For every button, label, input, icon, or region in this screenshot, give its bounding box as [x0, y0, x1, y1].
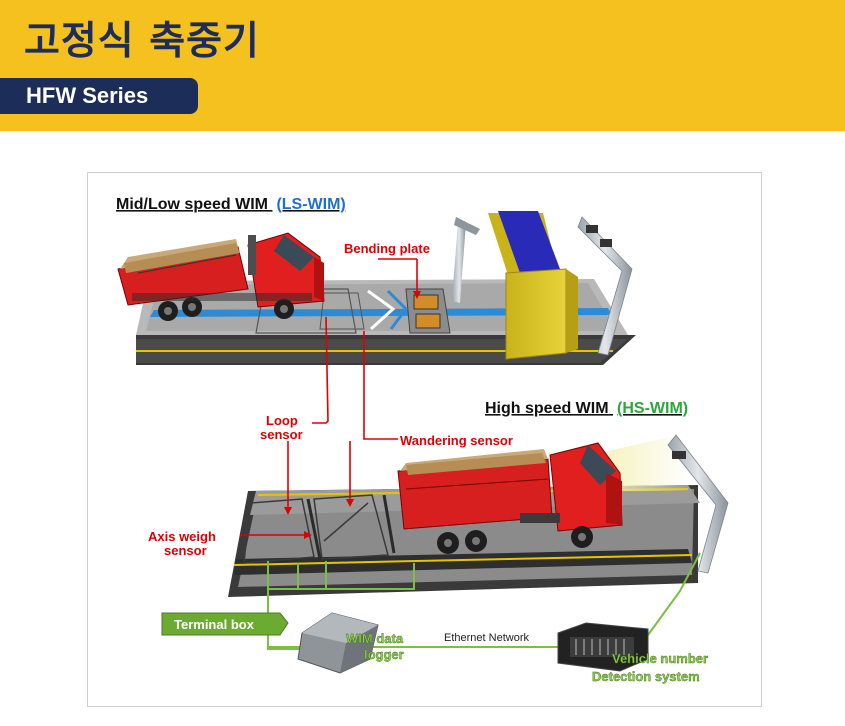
- wim-logger-label-1: WIM data: [346, 631, 404, 646]
- vehicle-detection-server: Vehicle number Detection system: [557, 622, 708, 684]
- header-banner: 고정식 축중기 HFW Series: [0, 0, 845, 131]
- wim-logger-label-2: logger: [364, 647, 404, 662]
- truck-hs: [397, 442, 623, 554]
- network-lines: [267, 552, 701, 650]
- bending-plate: [367, 288, 451, 334]
- terminal-box-label: Terminal box: [174, 617, 255, 632]
- ls-wim-tag: (LS-WIM): [276, 196, 345, 213]
- axis-weigh-label-2: sensor: [164, 543, 207, 558]
- ethernet-label: Ethernet Network: [444, 632, 529, 644]
- wim-diagram: Terminal box WIM data logger Ethernet Ne…: [87, 172, 762, 707]
- annotation-arrowheads: [284, 291, 421, 539]
- annotation-lines: [240, 258, 418, 536]
- page-title: 고정식 축중기: [24, 19, 260, 64]
- ls-wim-label: Mid/Low speed WIM: [116, 196, 268, 213]
- toll-gantry: [452, 211, 633, 360]
- wim-data-logger: WIM data logger: [297, 612, 404, 674]
- loop-sensor-label-1: Loop: [266, 413, 298, 428]
- axis-weigh-label-1: Axis weigh: [148, 529, 216, 544]
- ls-wim-title: Mid/Low speed WIM (LS-WIM): [116, 196, 346, 213]
- bending-plate-label: Bending plate: [344, 241, 430, 256]
- camera-pole-hs: [608, 434, 729, 574]
- series-badge: HFW Series: [0, 78, 198, 114]
- wandering-sensor-label: Wandering sensor: [400, 433, 513, 448]
- axis-weigh-sensor: [306, 494, 396, 560]
- hs-wim-title: High speed WIM (HS-WIM): [485, 400, 688, 417]
- vehicle-detect-label-2: Detection system: [592, 669, 700, 684]
- vehicle-detect-label-1: Vehicle number: [612, 651, 708, 666]
- loop-sensor-hs: [243, 494, 389, 564]
- terminal-box: Terminal box: [161, 612, 289, 636]
- hs-wim-label: High speed WIM: [485, 400, 609, 417]
- hs-wim-tag: (HS-WIM): [617, 400, 688, 417]
- truck-ls: [117, 232, 325, 321]
- loop-sensor-label-2: sensor: [260, 427, 303, 442]
- wim-diagram-canvas: Terminal box WIM data logger Ethernet Ne…: [116, 196, 729, 684]
